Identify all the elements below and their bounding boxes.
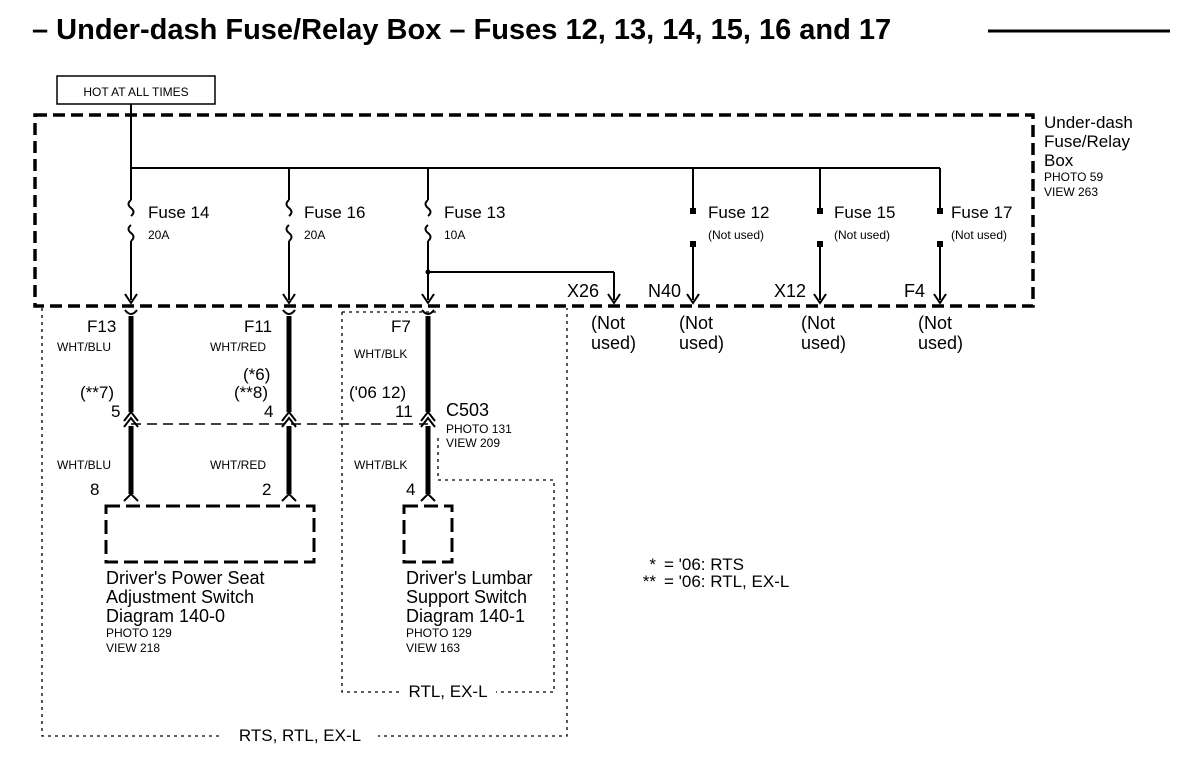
f7-wire-color-bottom: WHT/BLK [354,458,407,472]
power-seat-switch-line-1: Driver's Power Seat [106,568,264,588]
n40-status-2: used) [679,333,724,353]
fuse-12-label: Fuse 12 [708,203,769,222]
circuit-f13-wire [123,309,139,502]
x12-status-1: (Not [801,313,835,333]
fuse-13 [421,168,621,305]
power-seat-switch-view: VIEW 218 [106,641,160,655]
fuse-box-name-3: Box [1044,151,1074,170]
fuse-16-label: Fuse 16 [304,203,365,222]
fuse-15-label: Fuse 15 [834,203,895,222]
fuse-12 [686,168,700,305]
f11-pin-note-1: (*6) [243,365,270,384]
f7-end-pin: 4 [406,480,415,499]
hot-label: HOT AT ALL TIMES [83,85,188,99]
fuse-16 [282,168,296,305]
legend-text-2: = '06: RTL, EX-L [664,572,789,591]
option-region-outer [41,308,568,737]
circuit-f11-wire [281,309,297,502]
n40-status-1: (Not [679,313,713,333]
fuse-17-label: Fuse 17 [951,203,1012,222]
fuse-15-rating: (Not used) [834,228,890,242]
option-region-inner [341,311,555,693]
legend-symbol-1: * [649,555,656,574]
terminal-f11: F11 [244,317,272,336]
x26-status-1: (Not [591,313,625,333]
fuse-16-rating: 20A [304,228,325,242]
f13-pin: 5 [111,402,120,421]
f13-wire-color-bottom: WHT/BLU [57,458,111,472]
x26-status-2: used) [591,333,636,353]
f7-wire-color-top: WHT/BLK [354,347,407,361]
fuse-17-rating: (Not used) [951,228,1007,242]
lumbar-switch-line-3: Diagram 140-1 [406,606,525,626]
lumbar-switch-line-2: Support Switch [406,587,527,607]
legend-text-1: = '06: RTS [664,555,744,574]
fuse-box-name-1: Under-dash [1044,113,1133,132]
fuse-14-rating: 20A [148,228,169,242]
terminal-f4: F4 [904,281,925,301]
diagram-title: – Under-dash Fuse/Relay Box – Fuses 12, … [32,14,891,46]
x12-status-2: used) [801,333,846,353]
fuse-13-label: Fuse 13 [444,203,505,222]
c503-view: VIEW 209 [446,436,500,450]
fuse-14-label: Fuse 14 [148,203,209,222]
f11-wire-color-top: WHT/RED [210,340,266,354]
lumbar-switch-line-1: Driver's Lumbar [406,568,532,588]
power-seat-switch-line-3: Diagram 140-0 [106,606,225,626]
f11-wire-color-bottom: WHT/RED [210,458,266,472]
fuse-12-rating: (Not used) [708,228,764,242]
fuse-box-name-2: Fuse/Relay [1044,132,1130,151]
c503-name: C503 [446,400,489,420]
f11-pin-note-2: (**8) [234,383,268,402]
fuse-box-view: VIEW 263 [1044,185,1098,199]
terminal-f13: F13 [87,317,116,336]
f7-pin-note: ('06 12) [349,383,406,402]
f13-wire-color-top: WHT/BLU [57,340,111,354]
f7-pin: 11 [395,402,413,421]
fuse-box-photo: PHOTO 59 [1044,170,1103,184]
f13-pin-note: (**7) [80,383,114,402]
lumbar-switch-view: VIEW 163 [406,641,460,655]
power-seat-switch-box [104,504,316,564]
f13-end-pin: 8 [90,480,99,499]
f11-end-pin: 2 [262,480,271,499]
fuse-13-rating: 10A [444,228,465,242]
hot-label-box [56,75,216,105]
legend-symbol-2: ** [643,572,657,591]
fuse-17 [933,168,947,305]
lumbar-switch-photo: PHOTO 129 [406,626,472,640]
terminal-f7: F7 [391,317,411,336]
lumbar-switch-box [402,504,454,564]
f4-status-2: used) [918,333,963,353]
c503-photo: PHOTO 131 [446,422,512,436]
fuse-15 [813,168,827,305]
f11-pin: 4 [264,402,273,421]
option-label-inner: RTL, EX-L [408,682,487,701]
terminal-x12: X12 [774,281,806,301]
power-seat-switch-line-2: Adjustment Switch [106,587,254,607]
power-seat-switch-photo: PHOTO 129 [106,626,172,640]
f4-status-1: (Not [918,313,952,333]
terminal-x26: X26 [567,281,599,301]
fuse-14 [124,168,138,305]
circuit-f7-wire [420,309,436,502]
terminal-n40: N40 [648,281,681,301]
option-label-outer: RTS, RTL, EX-L [239,726,361,745]
